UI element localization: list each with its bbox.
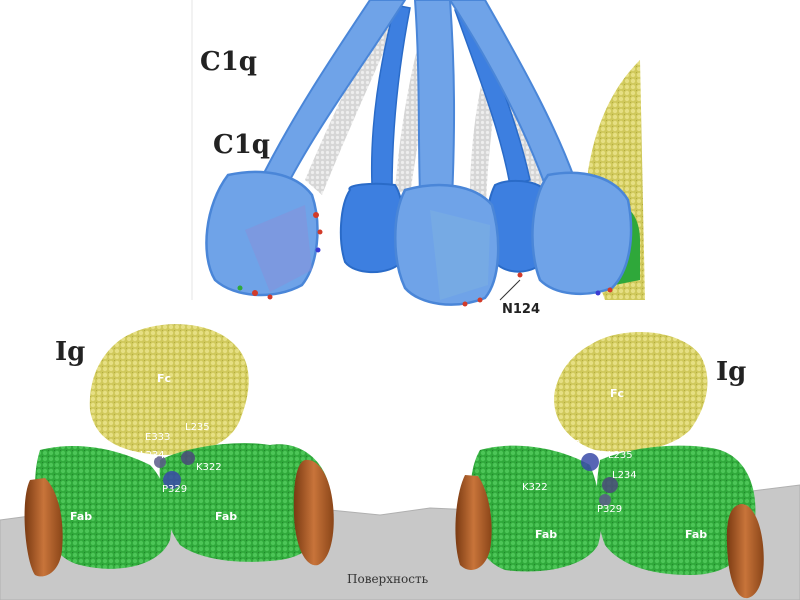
ig-molecule-right: Fc Fab Fab E333 L235 L234 K322 P329	[455, 332, 764, 599]
fab-label-left-2: Fab	[215, 510, 237, 523]
c1q-stalk-front-1	[256, 0, 407, 197]
fab-label-right-2: Fab	[685, 528, 707, 541]
fc-domain-left	[89, 324, 249, 455]
residue-right-c: L234	[612, 470, 637, 481]
c1q-stalk-back-1	[370, 4, 411, 191]
antigen-left-1	[24, 478, 63, 577]
fab-arm-right-2	[596, 445, 756, 575]
c1q-complex: N124	[205, 0, 645, 317]
c1q-label-mid: C1q	[213, 130, 270, 160]
c1q-gray-strand-1	[305, 20, 395, 195]
residue-pointer	[499, 279, 521, 301]
residue-right-a: E333	[555, 439, 580, 450]
fab-arm-left-1	[35, 445, 172, 569]
ig-molecule-left: Fc Fab Fab E333 L235 L234 K322 P329	[24, 324, 334, 577]
fab-arm-right-1	[470, 445, 602, 572]
residue-left-d: K322	[196, 462, 222, 473]
residue-left-c: L234	[140, 450, 165, 461]
c1q-head-front-3	[531, 171, 633, 295]
binding-residues-right	[581, 453, 618, 506]
residue-label: N124	[502, 302, 540, 317]
binding-residues-left	[154, 451, 195, 489]
antigen-left-2	[293, 459, 334, 566]
contact-residues-top	[237, 212, 613, 307]
residue-right-e: P329	[597, 504, 622, 515]
c1q-label-top: C1q	[200, 47, 257, 77]
fab-label-left-1: Fab	[70, 510, 92, 523]
ig-label-left: Ig	[55, 337, 85, 367]
surface-label: Поверхность	[347, 572, 429, 586]
c1q-head-front-2-shade	[430, 210, 490, 300]
fc-label-left: Fc	[157, 372, 171, 385]
ig-label-right: Ig	[716, 357, 746, 387]
c1q-stalk-front-2	[413, 0, 456, 202]
antigen-right-2	[726, 504, 764, 599]
antigen-right-1	[455, 475, 492, 570]
c1q-head-front-1-shade	[245, 205, 312, 292]
fab-arm-left-2	[159, 443, 331, 562]
residue-left-a: E333	[145, 432, 170, 443]
c1q-stalk-front-3	[448, 0, 577, 187]
fab-label-right-1: Fab	[535, 528, 557, 541]
fc-domain-right	[554, 332, 708, 452]
c1q-head-front-2	[394, 183, 500, 306]
residue-right-b: L235	[608, 450, 633, 461]
residue-left-e: P329	[162, 484, 187, 495]
residue-left-b: L235	[185, 422, 210, 433]
fc-label-right: Fc	[610, 387, 624, 400]
residue-right-d: K322	[522, 482, 548, 493]
